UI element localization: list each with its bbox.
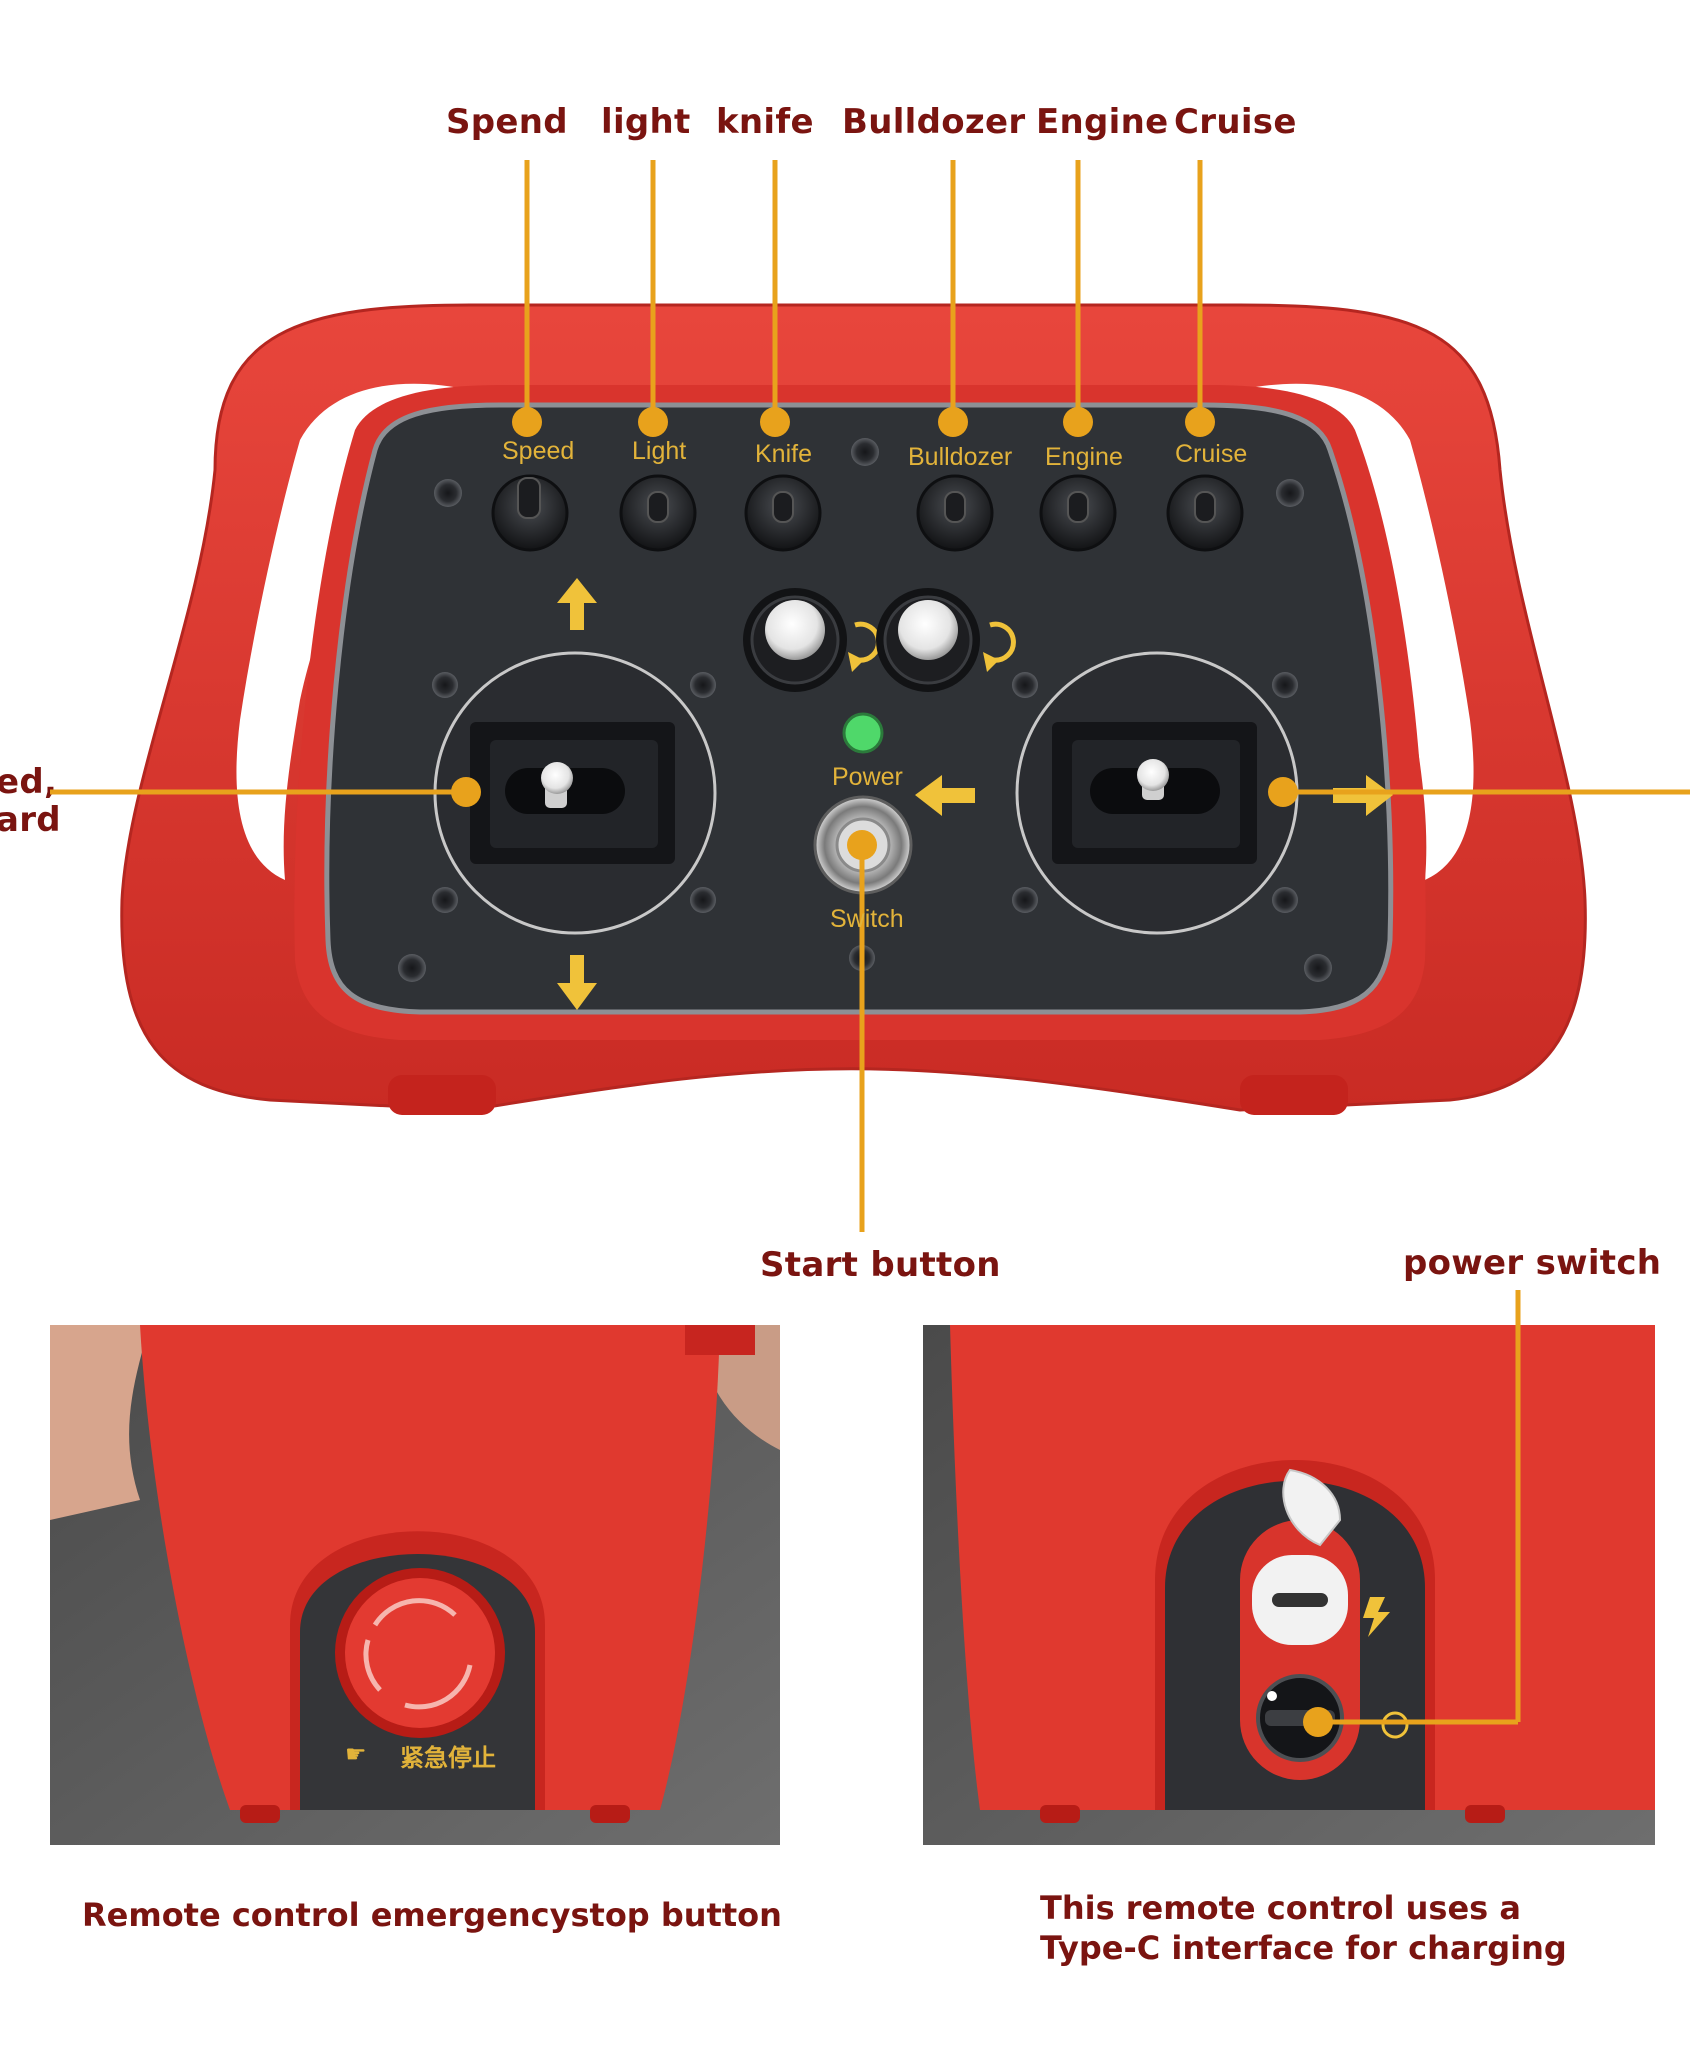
callout-left-line2: ard [0, 800, 61, 840]
toggle-light [619, 474, 697, 552]
caption-type-c-line2: Type-C interface for charging [1040, 1929, 1567, 1967]
callout-knife: knife [716, 102, 814, 142]
panel-label-speed: Speed [502, 437, 575, 465]
panel-label-cruise: Cruise [1175, 440, 1248, 468]
estop-chinese-label: 紧急停止 [400, 1744, 496, 1772]
toggle-engine [1039, 474, 1117, 552]
arrow-down-icon [557, 955, 597, 1010]
panel-label-knife: Knife [755, 440, 812, 468]
knob-left [743, 588, 881, 692]
callout-left-line1: ed, [0, 762, 58, 802]
power-led-icon [842, 712, 884, 754]
start-button-callout: Start button [760, 1245, 1001, 1285]
switch-label: Switch [830, 905, 904, 933]
callout-bulldozer: Bulldozer [842, 102, 1026, 142]
panel-label-bulldozer: Bulldozer [908, 443, 1013, 471]
power-icon [1381, 1711, 1409, 1739]
joystick-left [433, 651, 717, 935]
power-label: Power [832, 763, 903, 791]
emergency-stop-photo [50, 1325, 780, 1845]
panel-label-engine: Engine [1045, 443, 1123, 471]
lightning-icon [1363, 1597, 1390, 1637]
toggle-knife [744, 474, 822, 552]
callout-light: light [601, 102, 691, 142]
estop-hand-icon: ☛ [345, 1740, 367, 1768]
joystick-right [1015, 651, 1299, 935]
arrow-up-icon [557, 578, 597, 630]
type-c-port-photo [923, 1290, 1655, 1845]
caption-type-c-line1: This remote control uses a [1040, 1889, 1521, 1927]
toggle-speed [491, 474, 569, 552]
toggle-bulldozer [916, 474, 994, 552]
callout-cruise: Cruise [1174, 102, 1297, 142]
callout-speed: Spend [446, 102, 568, 142]
toggle-cruise [1166, 474, 1244, 552]
power-switch-callout: power switch [1403, 1243, 1662, 1283]
arrow-left-icon [915, 775, 975, 816]
panel-label-light: Light [632, 437, 687, 465]
arrow-right-icon [1333, 775, 1393, 816]
caption-emergency-stop: Remote control emergencystop button [82, 1896, 782, 1934]
callout-engine: Engine [1036, 102, 1169, 142]
knob-right [876, 588, 1016, 692]
